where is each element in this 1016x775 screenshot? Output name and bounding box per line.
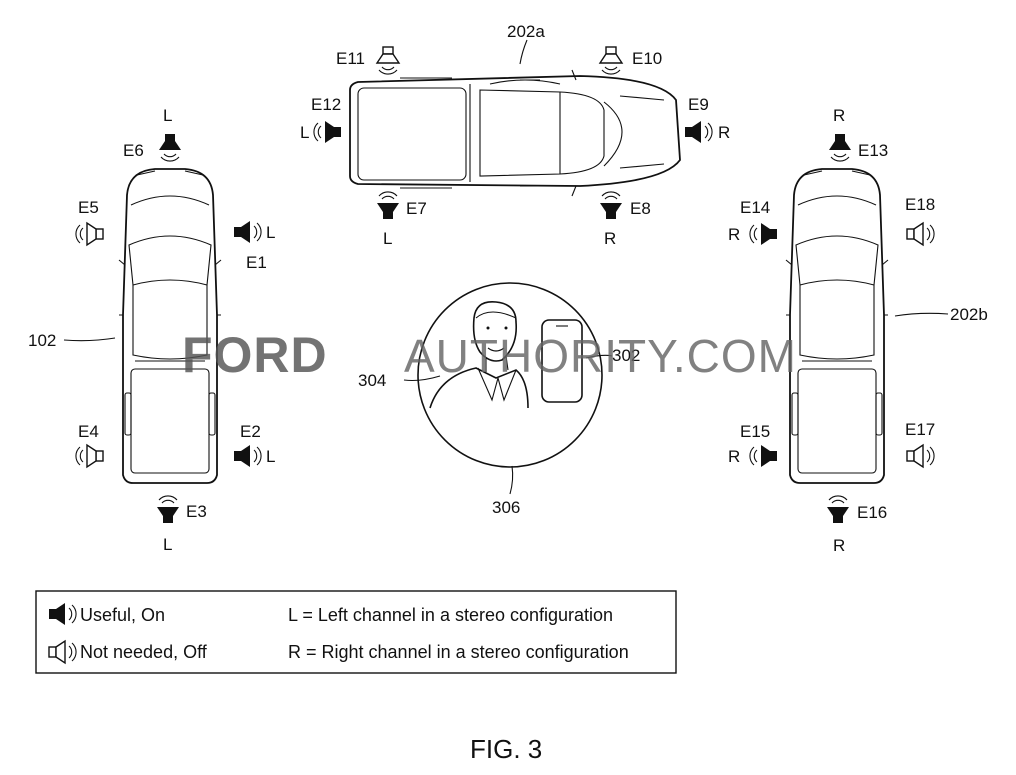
- speaker-e2-icon: [233, 444, 262, 468]
- speaker-label-e9: E9: [688, 95, 709, 114]
- ref-202b: 202b: [950, 305, 988, 324]
- speaker-e11-icon: [377, 47, 399, 74]
- speaker-e6-icon: [159, 134, 181, 161]
- speaker-e16-icon: [827, 496, 849, 523]
- speaker-channel-e16: R: [833, 536, 845, 555]
- legend-off-label: Not needed, Off: [80, 642, 208, 662]
- speaker-e9-icon: [684, 120, 713, 144]
- legend-right-definition: R = Right channel in a stereo configurat…: [288, 642, 629, 662]
- ref-306: 306: [492, 498, 520, 517]
- speaker-label-e3: E3: [186, 502, 207, 521]
- speaker-channel-e9: R: [718, 123, 730, 142]
- speaker-channel-e2: L: [266, 447, 275, 466]
- speaker-e5-icon: [76, 223, 103, 245]
- vehicle-top: [349, 69, 681, 197]
- ref-102: 102: [28, 331, 56, 350]
- watermark-bold: FORD: [182, 327, 328, 383]
- ref-202a: 202a: [507, 22, 545, 41]
- speaker-label-e14: E14: [740, 198, 770, 217]
- speaker-e4-icon: [76, 445, 103, 467]
- speaker-e12-icon: [314, 121, 341, 143]
- speaker-label-e6: E6: [123, 141, 144, 160]
- speaker-label-e13: E13: [858, 141, 888, 160]
- speaker-channel-e7: L: [383, 229, 392, 248]
- speaker-channel-e12: L: [300, 123, 309, 142]
- speaker-e17-icon: [906, 444, 935, 468]
- speaker-label-e11: E11: [336, 49, 365, 68]
- ref-304: 304: [358, 371, 386, 390]
- speaker-channel-e8: R: [604, 229, 616, 248]
- speaker-label-e5: E5: [78, 198, 99, 217]
- speaker-channel-e3: L: [163, 535, 172, 554]
- vehicle-right: [785, 168, 889, 484]
- video-call-bubble: [417, 282, 603, 468]
- legend-on-label: Useful, On: [80, 605, 165, 625]
- ref-302: 302: [612, 346, 640, 365]
- watermark: FORD AUTHORITY.COM: [182, 327, 797, 383]
- legend-left-definition: L = Left channel in a stereo configurati…: [288, 605, 613, 625]
- vehicle-left: [118, 168, 222, 484]
- phone-icon: [541, 319, 583, 403]
- speaker-label-e10: E10: [632, 49, 662, 68]
- speaker-label-e12: E12: [311, 95, 341, 114]
- speaker-e13-icon: [829, 134, 851, 161]
- speaker-channel-e15: R: [728, 447, 740, 466]
- person-figure: [429, 301, 529, 409]
- speaker-e1-icon: [233, 220, 262, 244]
- legend-box: Useful, On Not needed, Off L = Left chan…: [35, 590, 677, 674]
- speaker-label-e2: E2: [240, 422, 261, 441]
- speaker-label-e18: E18: [905, 195, 935, 214]
- speaker-channel-e6: L: [163, 106, 172, 125]
- speaker-label-e4: E4: [78, 422, 99, 441]
- speaker-e8-icon: [600, 192, 622, 219]
- speaker-e10-icon: [600, 47, 622, 74]
- speaker-label-e15: E15: [740, 422, 770, 441]
- speaker-label-e16: E16: [857, 503, 887, 522]
- speaker-channel-e13: R: [833, 106, 845, 125]
- speaker-channel-e1: L: [266, 223, 275, 242]
- speaker-label-e7: E7: [406, 199, 427, 218]
- speaker-e3-icon: [157, 496, 179, 523]
- speaker-label-e17: E17: [905, 420, 935, 439]
- figure-caption: FIG. 3: [470, 734, 542, 764]
- speaker-e15-icon: [750, 445, 777, 467]
- speaker-e14-icon: [750, 223, 777, 245]
- watermark-rest: AUTHORITY.COM: [404, 330, 797, 382]
- speaker-e18-icon: [906, 222, 935, 246]
- speaker-channel-e14: R: [728, 225, 740, 244]
- speaker-label-e8: E8: [630, 199, 651, 218]
- speaker-e7-icon: [377, 192, 399, 219]
- speaker-label-e1: E1: [246, 253, 267, 272]
